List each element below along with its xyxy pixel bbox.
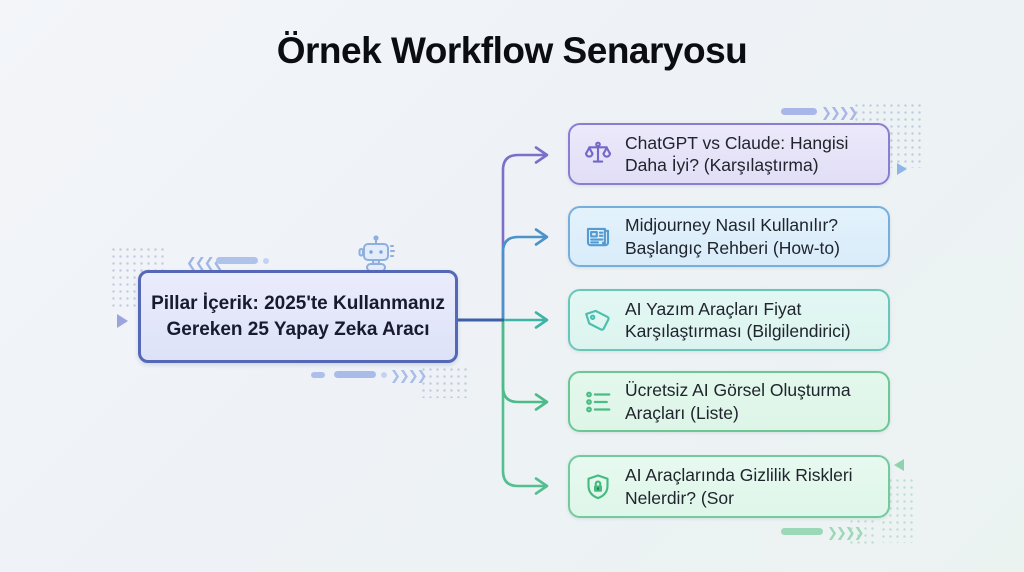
page-title: Örnek Workflow Senaryosu [276,30,748,71]
triangle-right-top-icon [897,163,907,175]
branch-node-label: Ücretsiz AI Görsel Oluşturma Araçları (L… [625,380,851,423]
central-node-label: Pillar İçerik: 2025'te Kullanmanız Gerek… [151,293,445,340]
dot-grid-below-branch5 [848,518,878,548]
bar-decoration-top-left [216,257,258,264]
bar-decoration-bottom-central [334,371,376,378]
bar-decoration-bottom-right [781,528,823,535]
robot-mascot-icon [358,235,395,272]
branch-node-privacy-question: AI Araçlarında Gizlilik Riskleri Nelerdi… [568,455,890,518]
balance-scale-icon [584,141,612,163]
newspaper-icon [586,227,610,246]
dot-decoration-top-left [263,258,269,264]
bullet-list-icon [586,391,611,412]
branch-node-list: Ücretsiz AI Görsel Oluşturma Araçları (L… [568,371,890,432]
branch-node-label: AI Yazım Araçları Fiyat Karşılaştırması … [625,298,851,341]
central-node-pillar-content: Pillar İçerik: 2025'te Kullanmanız Gerek… [138,270,458,363]
price-tag-icon [585,309,610,331]
branch-node-label: AI Araçlarında Gizlilik Riskleri Nelerdi… [625,465,853,508]
branch-node-label: ChatGPT vs Claude: Hangisi Daha İyi? (Ka… [625,132,849,175]
branch-node-label: Midjourney Nasıl Kullanılır? Başlangıç R… [625,215,840,258]
dot-decoration-bottom-central [381,372,387,378]
dash-decoration-bottom-left [311,372,325,378]
dot-grid-below-central [420,366,470,398]
chevrons-left-decoration: ❮❮❮❮ [186,255,224,270]
branch-node-comparison: ChatGPT vs Claude: Hangisi Daha İyi? (Ka… [568,123,890,185]
shield-lock-icon [587,473,609,499]
chevrons-right-top: ❯❯❯❯ [821,105,859,120]
triangle-left-icon [117,314,128,328]
chevrons-right-bottom-central: ❯❯❯❯ [390,368,428,383]
triangle-right-bottom-icon [894,459,904,471]
chevrons-right-bottom: ❯❯❯❯ [827,525,865,540]
branch-node-informational: AI Yazım Araçları Fiyat Karşılaştırması … [568,289,890,351]
bar-decoration-top-right [781,108,817,115]
branch-node-howto: Midjourney Nasıl Kullanılır? Başlangıç R… [568,206,890,267]
